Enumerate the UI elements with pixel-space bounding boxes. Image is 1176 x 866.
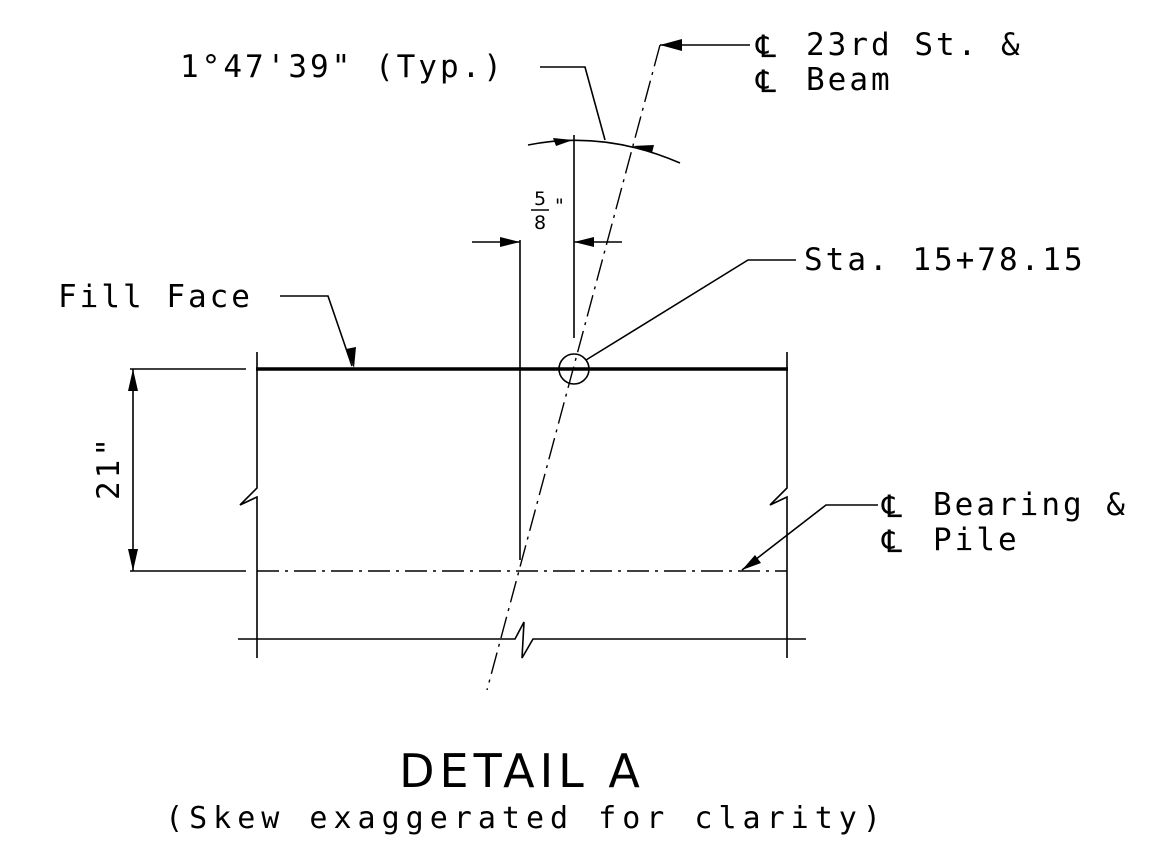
cl-bearing-leader	[741, 504, 878, 571]
fill-face-label: Fill Face	[58, 279, 253, 315]
offset-arrow-left	[500, 237, 520, 247]
angle-arrow-left	[553, 138, 573, 146]
detail-subtitle: (Skew exaggerated for clarity)	[165, 801, 887, 836]
angle-leader	[540, 66, 606, 141]
offset-unit: "	[555, 195, 564, 217]
bottom-break-line	[238, 621, 806, 659]
cl-symbol-bearing-2: ℄	[881, 524, 905, 560]
left-break-line	[239, 352, 258, 658]
station-leader	[585, 259, 796, 361]
station-label: Sta. 15+78.15	[804, 242, 1086, 278]
fill-face-leader	[280, 295, 353, 367]
cl-symbol-street-1: ℄	[755, 29, 779, 65]
angle-arrow-right	[633, 145, 654, 153]
cl-symbol-street-2: ℄	[755, 64, 779, 100]
depth-arrow-top	[128, 369, 138, 391]
depth-label: 21"	[91, 435, 127, 500]
detail-title: DETAIL A	[399, 744, 645, 798]
cl-street-arrow	[660, 39, 682, 51]
offset-numerator: 5	[534, 188, 546, 210]
cl-bearing-arrow	[742, 555, 761, 570]
right-break-line	[769, 352, 788, 658]
cl-symbol-bearing-1: ℄	[881, 489, 905, 525]
offset-denominator: 8	[534, 212, 546, 234]
depth-arrow-bottom	[128, 549, 138, 571]
fill-face-arrow	[346, 347, 356, 368]
cl-street-label-1: 23rd St. &	[806, 27, 1023, 63]
station-point	[558, 353, 590, 385]
cl-bearing-label-2: Pile	[933, 522, 1020, 558]
cl-street-skew-line	[486, 44, 661, 691]
cl-street-label-2: Beam	[806, 62, 893, 98]
offset-arrow-right	[574, 237, 594, 247]
angle-label: 1°47'39" (Typ.)	[180, 49, 505, 85]
angle-arc	[527, 139, 681, 164]
cl-bearing-label-1: Bearing &	[933, 487, 1128, 523]
